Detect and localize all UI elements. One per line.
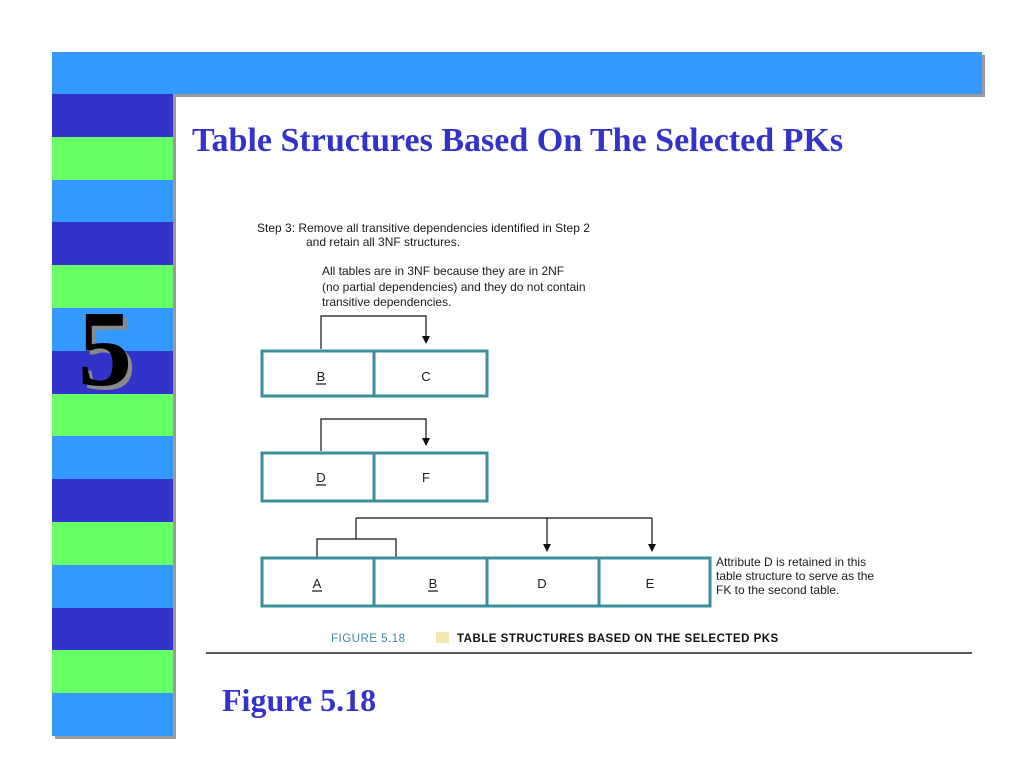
stripe — [52, 222, 173, 266]
step-text: and retain all 3NF structures. — [306, 235, 460, 249]
attribute-label: D — [537, 576, 546, 591]
stripe — [52, 265, 173, 308]
dependency-arrow — [320, 315, 430, 349]
figure-label: Figure 5.18 — [222, 682, 377, 718]
caption-number: FIGURE 5.18 — [331, 633, 406, 645]
stripe — [52, 350, 173, 394]
side-stripe-bar — [52, 94, 173, 736]
attribute-label: D — [316, 470, 325, 485]
attribute-label: F — [422, 470, 430, 485]
note-text: transitive dependencies. — [322, 295, 451, 309]
figure-5-18: Step 3: Remove all transitive dependenci… — [200, 205, 980, 655]
stripe — [52, 650, 173, 694]
stripe — [52, 136, 173, 180]
attribute-label: E — [646, 576, 655, 591]
side-note: table structure to serve as the — [716, 569, 874, 583]
stripe — [52, 94, 173, 137]
dependency-arrow — [320, 418, 430, 451]
side-note: FK to the second table. — [716, 583, 839, 597]
stripe — [52, 179, 173, 223]
side-note: Attribute D is retained in this — [716, 555, 866, 569]
caption-title: TABLE STRUCTURES BASED ON THE SELECTED P… — [457, 633, 779, 645]
stripe — [52, 693, 173, 736]
attribute-label: C — [421, 369, 430, 384]
dependency-diagram: Step 3: Remove all transitive dependenci… — [206, 221, 972, 654]
attribute-label: A — [313, 576, 322, 591]
slide-title: Table Structures Based On The Selected P… — [192, 122, 844, 159]
stripe — [52, 307, 173, 351]
composite-key-bracket — [316, 538, 397, 557]
stripe — [52, 436, 173, 480]
stripe — [52, 393, 173, 437]
top-bar — [52, 52, 982, 94]
chapter-number: 5 — [78, 290, 132, 409]
attribute-label: B — [429, 576, 438, 591]
stripe — [52, 607, 173, 651]
stripe — [52, 521, 173, 565]
step-text: Step 3: Remove all transitive dependenci… — [257, 221, 590, 235]
stripe — [52, 479, 173, 522]
attribute-label: B — [317, 369, 326, 384]
caption-swatch-icon — [436, 632, 449, 643]
stripe — [52, 564, 173, 608]
note-text: (no partial dependencies) and they do no… — [322, 280, 586, 294]
note-text: All tables are in 3NF because they are i… — [322, 264, 564, 278]
